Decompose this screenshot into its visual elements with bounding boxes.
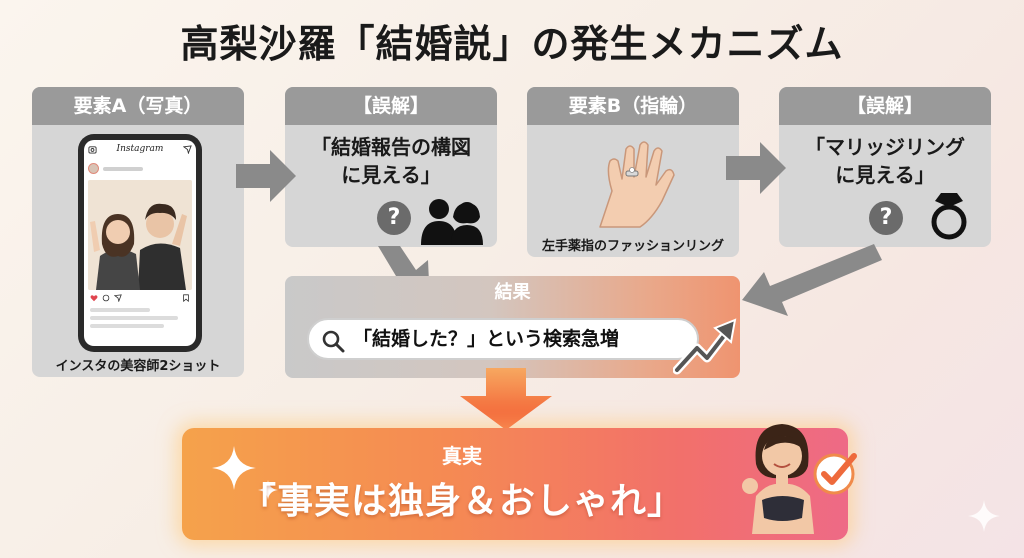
element-b-header: 要素B（指輪） xyxy=(527,87,739,125)
misread-2-text: 「マリッジリング に見える」 xyxy=(779,133,991,189)
search-bar: 「結婚した？」という検索急増 xyxy=(307,318,699,360)
bookmark-icon xyxy=(183,294,189,302)
heart-icon xyxy=(90,295,98,302)
caption-line xyxy=(90,324,164,328)
instagram-top-bar: Instagram xyxy=(84,140,196,158)
truth-label: 真実 xyxy=(442,444,482,468)
truth-statement: 「事実は独身＆おしゃれ」 xyxy=(239,481,684,522)
sparkle-icon xyxy=(968,500,1000,532)
check-badge-icon xyxy=(813,453,857,495)
search-icon xyxy=(322,330,345,353)
misread-1-panel: 【誤解】 「結婚報告の構図 に見える」 ? xyxy=(285,87,497,247)
share-icon xyxy=(114,294,122,302)
misread-2-line2: に見える」 xyxy=(835,163,935,187)
misread-1-line1: 「結婚報告の構図 xyxy=(311,135,471,159)
result-header: 結果 xyxy=(494,282,531,303)
element-b-caption: 左手薬指のファッションリング xyxy=(541,239,724,254)
element-a-header: 要素A（写真） xyxy=(32,87,244,125)
woman-illustration xyxy=(742,424,814,534)
misread-1-line2: に見える」 xyxy=(341,163,441,187)
send-icon xyxy=(183,145,192,154)
question-icon: ? xyxy=(869,201,903,235)
truth-banner: 真実 「事実は独身＆おしゃれ」 xyxy=(182,424,857,540)
comment-icon xyxy=(102,294,110,302)
question-icon: ? xyxy=(377,201,411,235)
misread-2-header: 【誤解】 xyxy=(779,87,991,125)
instagram-wordmark: Instagram xyxy=(116,144,164,154)
element-a-panel: 要素A（写真） Instagram xyxy=(32,87,244,377)
avatar xyxy=(88,163,99,174)
misread-2-line1: 「マリッジリング xyxy=(805,135,965,159)
couple-silhouette-icon xyxy=(421,199,483,245)
misread-1-text: 「結婚報告の構図 に見える」 xyxy=(285,133,497,189)
arrow-b-to-misread-2 xyxy=(726,142,786,194)
ring-icon xyxy=(931,193,967,240)
hand-with-ring-illustration xyxy=(599,141,675,228)
caption-line xyxy=(90,308,150,312)
caption-line xyxy=(90,316,178,320)
instagram-screen: Instagram xyxy=(84,140,196,346)
element-a-caption: インスタの美容師2ショット xyxy=(55,359,221,374)
couple-illustration xyxy=(88,180,192,290)
trend-up-arrow-icon xyxy=(673,318,737,375)
misread-2-panel: 【誤解】 「マリッジリング に見える」 ? xyxy=(779,87,991,247)
profile-row xyxy=(88,162,192,176)
misread-1-header: 【誤解】 xyxy=(285,87,497,125)
arrow-result-to-truth xyxy=(460,368,552,430)
result-panel: 結果 「結婚した？」という検索急増 xyxy=(285,276,740,378)
sparkle-icon xyxy=(258,480,278,500)
arrow-misread-2-to-result xyxy=(742,244,882,316)
phone-mockup: Instagram xyxy=(78,134,202,352)
search-query: 「結婚した？」という検索急増 xyxy=(353,328,620,350)
element-b-panel: 要素B（指輪） 左手薬指のファッションリング xyxy=(527,87,739,257)
username-line xyxy=(103,167,143,171)
sparkle-icon xyxy=(212,446,256,490)
page-title: 高梨沙羅「結婚説」の発生メカニズム xyxy=(180,22,844,66)
camera-icon xyxy=(88,146,97,154)
arrow-a-to-misread-1 xyxy=(236,150,296,202)
couple-photo xyxy=(88,180,192,290)
